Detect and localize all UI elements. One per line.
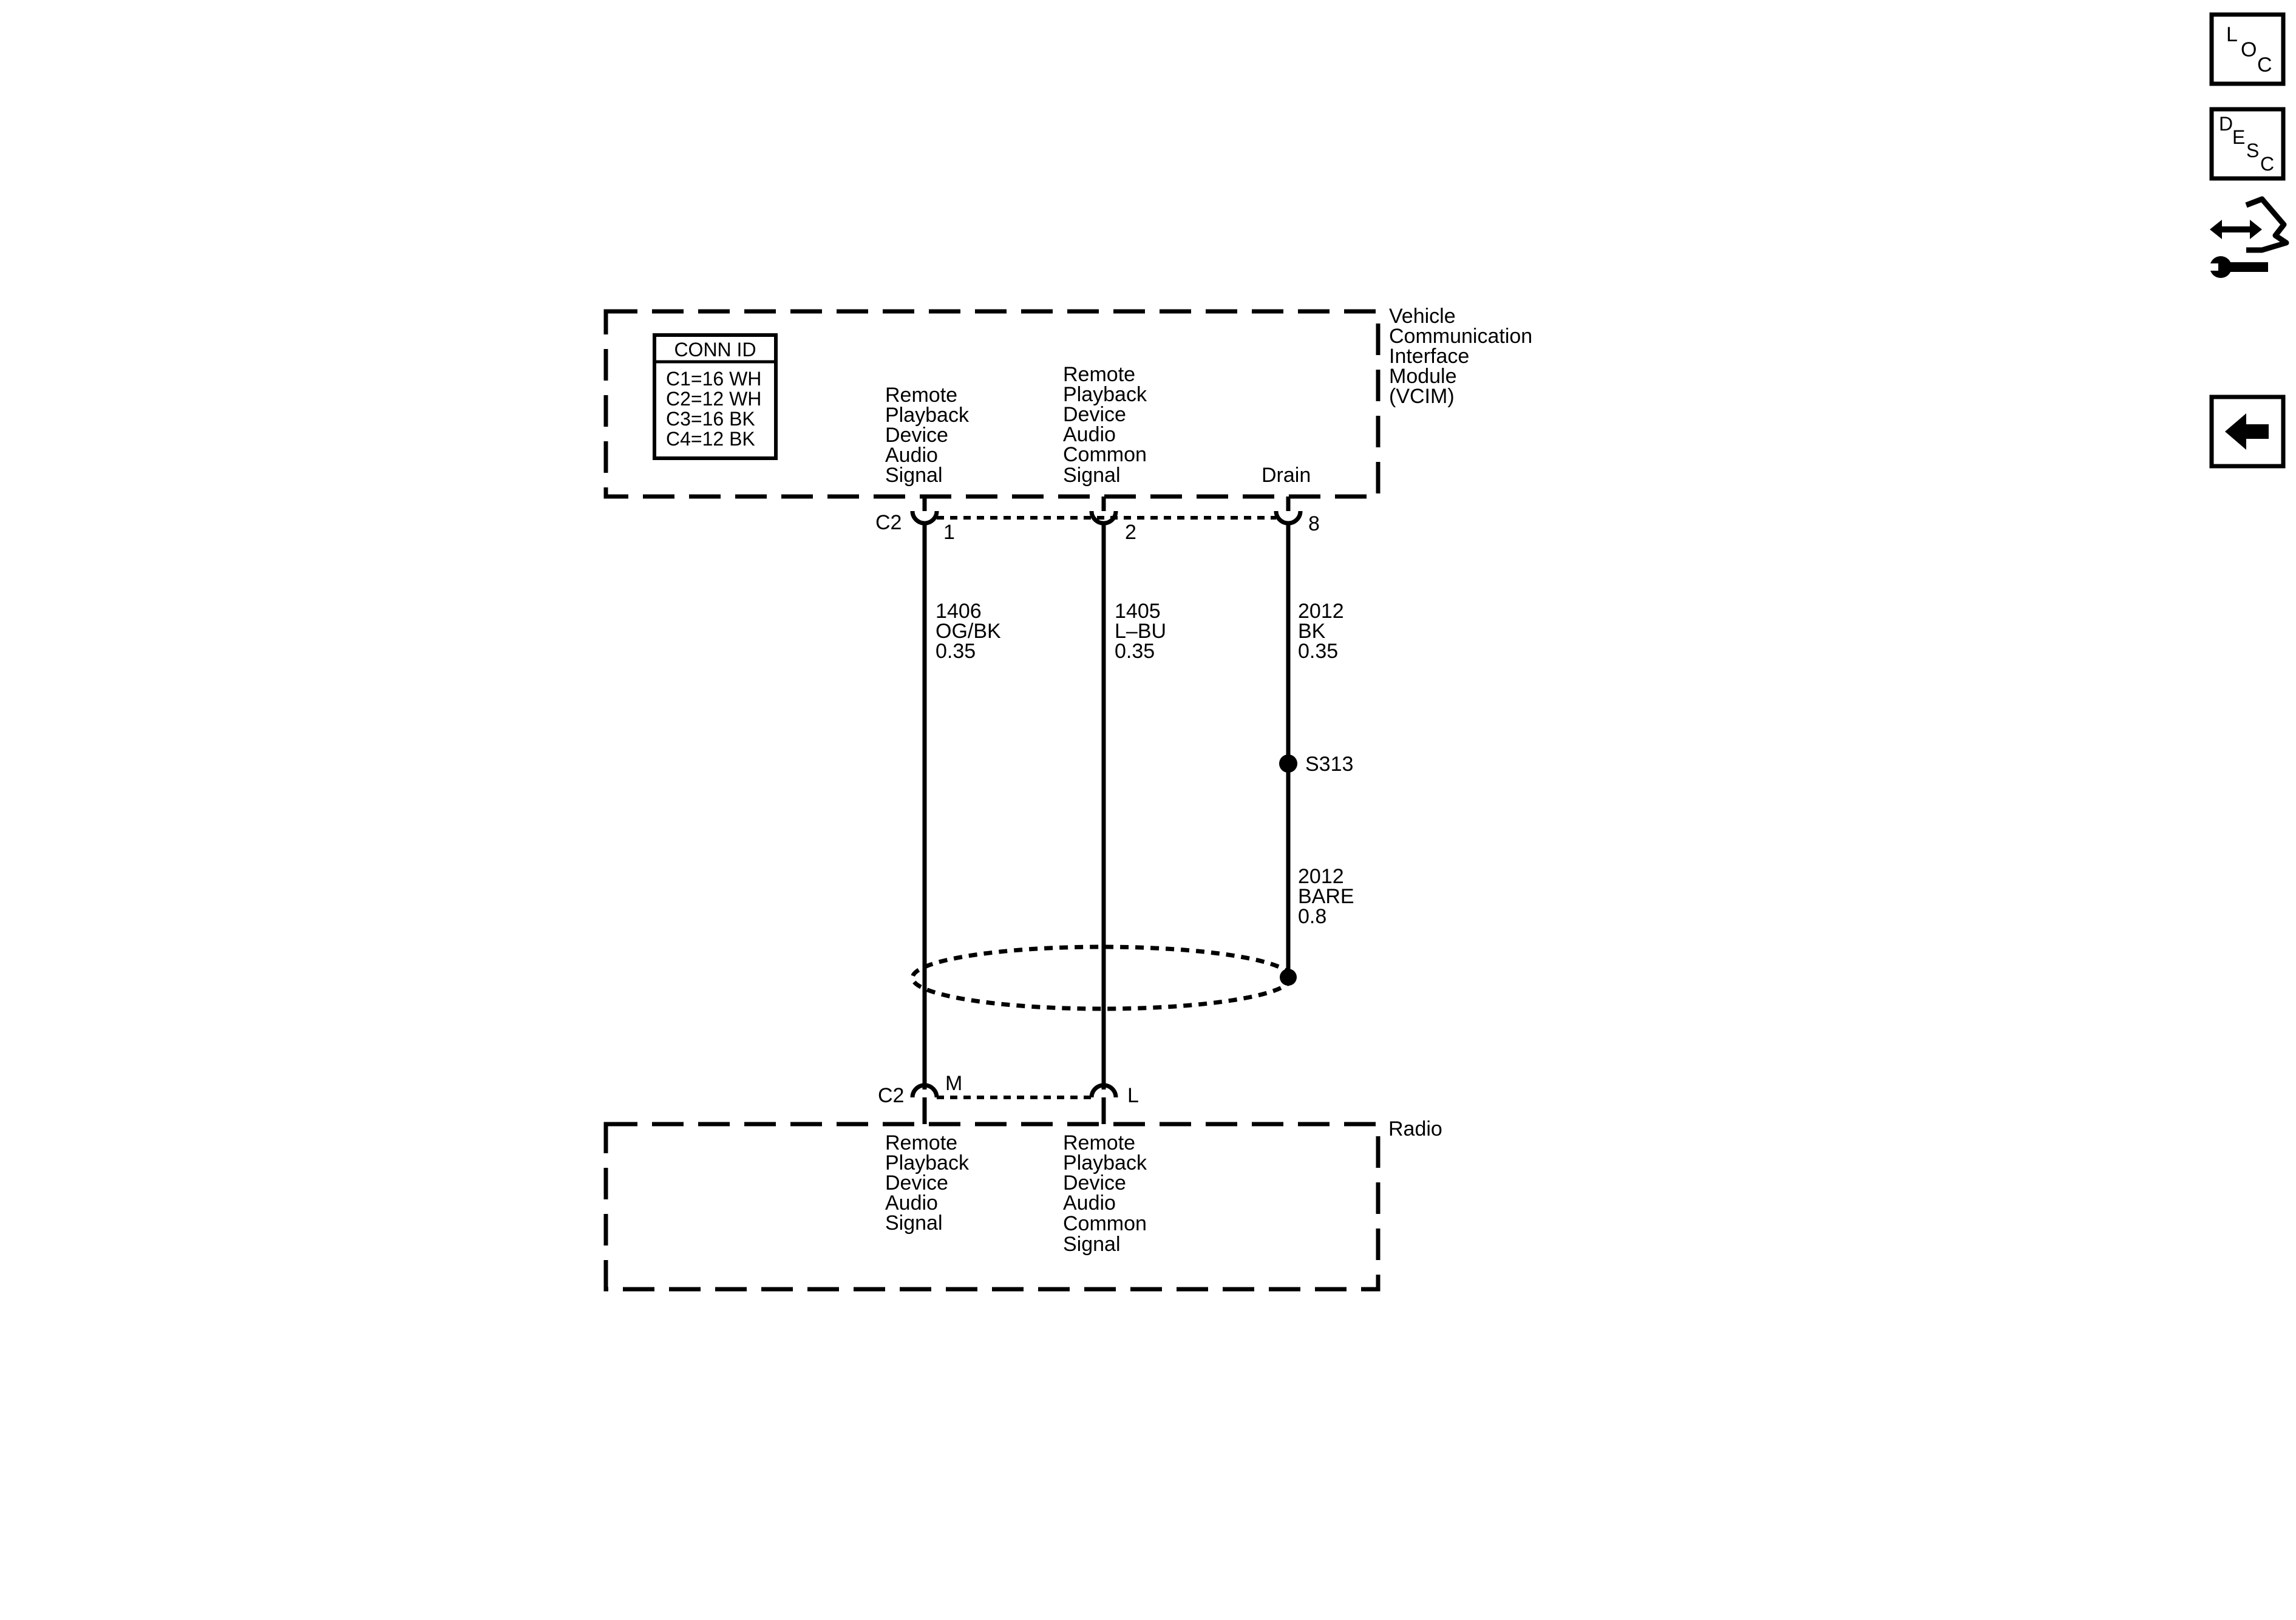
conn-id-row-3: C3=16 BK bbox=[666, 408, 755, 430]
svg-text:2012: 2012 bbox=[1298, 865, 1344, 888]
vcim-connector-id: C2 bbox=[875, 511, 902, 534]
svg-text:Playback: Playback bbox=[1063, 383, 1147, 406]
loc-letter-o: O bbox=[2241, 38, 2257, 61]
svg-text:Remote: Remote bbox=[1063, 1131, 1135, 1154]
svg-text:L–BU: L–BU bbox=[1115, 620, 1166, 643]
desc-letter-c: C bbox=[2260, 153, 2274, 175]
desc-letter-e: E bbox=[2232, 126, 2245, 148]
svg-text:Communication: Communication bbox=[1389, 325, 1532, 348]
svg-text:0.35: 0.35 bbox=[936, 640, 976, 663]
svg-text:0.35: 0.35 bbox=[1298, 640, 1338, 663]
wire-2012-upper-label: 2012 BK 0.35 bbox=[1298, 600, 1344, 663]
svg-text:Interface: Interface bbox=[1389, 345, 1469, 368]
conn-id-table: CONN ID C1=16 WH C2=12 WH C3=16 BK C4=12… bbox=[653, 333, 778, 460]
svg-text:Common: Common bbox=[1063, 443, 1147, 466]
splice-s313-dot bbox=[1279, 754, 1297, 773]
wire-1406-label: 1406 OG/BK 0.35 bbox=[936, 600, 1001, 663]
svg-text:Device: Device bbox=[1063, 1171, 1126, 1195]
desc-letter-s: S bbox=[2246, 140, 2259, 161]
conn-id-row-1: C1=16 WH bbox=[666, 368, 761, 390]
wire-1405-label: 1405 L–BU 0.35 bbox=[1115, 600, 1166, 663]
radio-pin-l-label: Remote Playback Device Audio Common Sign… bbox=[1063, 1131, 1147, 1256]
loc-letter-l: L bbox=[2226, 23, 2238, 46]
svg-text:Playback: Playback bbox=[885, 404, 970, 427]
svg-text:BARE: BARE bbox=[1298, 885, 1354, 908]
svg-text:Audio: Audio bbox=[885, 444, 938, 467]
vcim-pin1-label: Remote Playback Device Audio Signal bbox=[885, 384, 970, 487]
svg-text:Vehicle: Vehicle bbox=[1389, 305, 1456, 328]
svg-text:Signal: Signal bbox=[1063, 464, 1121, 487]
svg-text:Audio: Audio bbox=[1063, 423, 1116, 446]
vcim-module-box bbox=[603, 309, 1381, 499]
loc-button[interactable]: L O C bbox=[2209, 12, 2286, 86]
svg-text:Signal: Signal bbox=[1063, 1233, 1121, 1256]
desc-letter-d: D bbox=[2219, 113, 2233, 135]
svg-text:BK: BK bbox=[1298, 620, 1326, 643]
svg-text:2012: 2012 bbox=[1298, 600, 1344, 623]
svg-text:Audio: Audio bbox=[1063, 1191, 1116, 1215]
loc-letter-c: C bbox=[2257, 53, 2272, 76]
radio-pin-l: L bbox=[1127, 1084, 1139, 1107]
wire-2012-lower-label: 2012 BARE 0.8 bbox=[1298, 865, 1354, 928]
svg-text:Signal: Signal bbox=[885, 1212, 943, 1235]
radio-module-box bbox=[603, 1122, 1381, 1292]
svg-text:Device: Device bbox=[1063, 403, 1126, 426]
svg-text:Device: Device bbox=[885, 424, 948, 447]
desc-button[interactable]: D E S C bbox=[2209, 107, 2286, 181]
radio-connector-id: C2 bbox=[878, 1084, 904, 1107]
svg-text:0.8: 0.8 bbox=[1298, 905, 1326, 928]
radio-connector-terminals bbox=[910, 1083, 1118, 1124]
svg-text:(VCIM): (VCIM) bbox=[1389, 385, 1455, 408]
svg-text:OG/BK: OG/BK bbox=[936, 620, 1001, 643]
conn-id-row-2: C2=12 WH bbox=[666, 388, 761, 410]
svg-text:Remote: Remote bbox=[885, 1131, 957, 1154]
vcim-pin-1: 1 bbox=[943, 521, 955, 544]
svg-text:Remote: Remote bbox=[1063, 363, 1135, 386]
splice-s313-label: S313 bbox=[1305, 753, 1353, 776]
radio-pin-m-label: Remote Playback Device Audio Signal bbox=[885, 1131, 970, 1235]
svg-text:Device: Device bbox=[885, 1171, 948, 1195]
svg-text:1406: 1406 bbox=[936, 600, 982, 623]
svg-text:0.35: 0.35 bbox=[1115, 640, 1155, 663]
svg-text:Playback: Playback bbox=[1063, 1151, 1147, 1174]
shield-drain-dot bbox=[1280, 969, 1297, 986]
svg-text:Audio: Audio bbox=[885, 1191, 938, 1215]
svg-text:Remote: Remote bbox=[885, 384, 957, 407]
radio-module-name: Radio bbox=[1388, 1117, 1442, 1140]
svg-text:Playback: Playback bbox=[885, 1151, 970, 1174]
left-arrow-icon bbox=[2225, 413, 2269, 450]
conn-id-title: CONN ID bbox=[674, 339, 756, 361]
vcim-module-name: Vehicle Communication Interface Module (… bbox=[1389, 305, 1532, 408]
vcim-pin8-label: Drain bbox=[1262, 464, 1311, 487]
svg-text:1405: 1405 bbox=[1115, 600, 1161, 623]
conn-id-row-4: C4=12 BK bbox=[666, 428, 755, 450]
vcim-pin2-label: Remote Playback Device Audio Common Sign… bbox=[1063, 363, 1147, 487]
connector-wrench-icon[interactable] bbox=[2210, 196, 2289, 278]
radio-pin-m: M bbox=[945, 1072, 962, 1095]
svg-text:Common: Common bbox=[1063, 1212, 1147, 1235]
back-arrow-button[interactable] bbox=[2209, 395, 2286, 469]
vcim-connector-terminals bbox=[910, 497, 1303, 526]
vcim-pin-8: 8 bbox=[1308, 512, 1320, 535]
vcim-pin-2: 2 bbox=[1125, 521, 1136, 544]
svg-text:Module: Module bbox=[1389, 365, 1457, 388]
svg-text:Signal: Signal bbox=[885, 464, 943, 487]
